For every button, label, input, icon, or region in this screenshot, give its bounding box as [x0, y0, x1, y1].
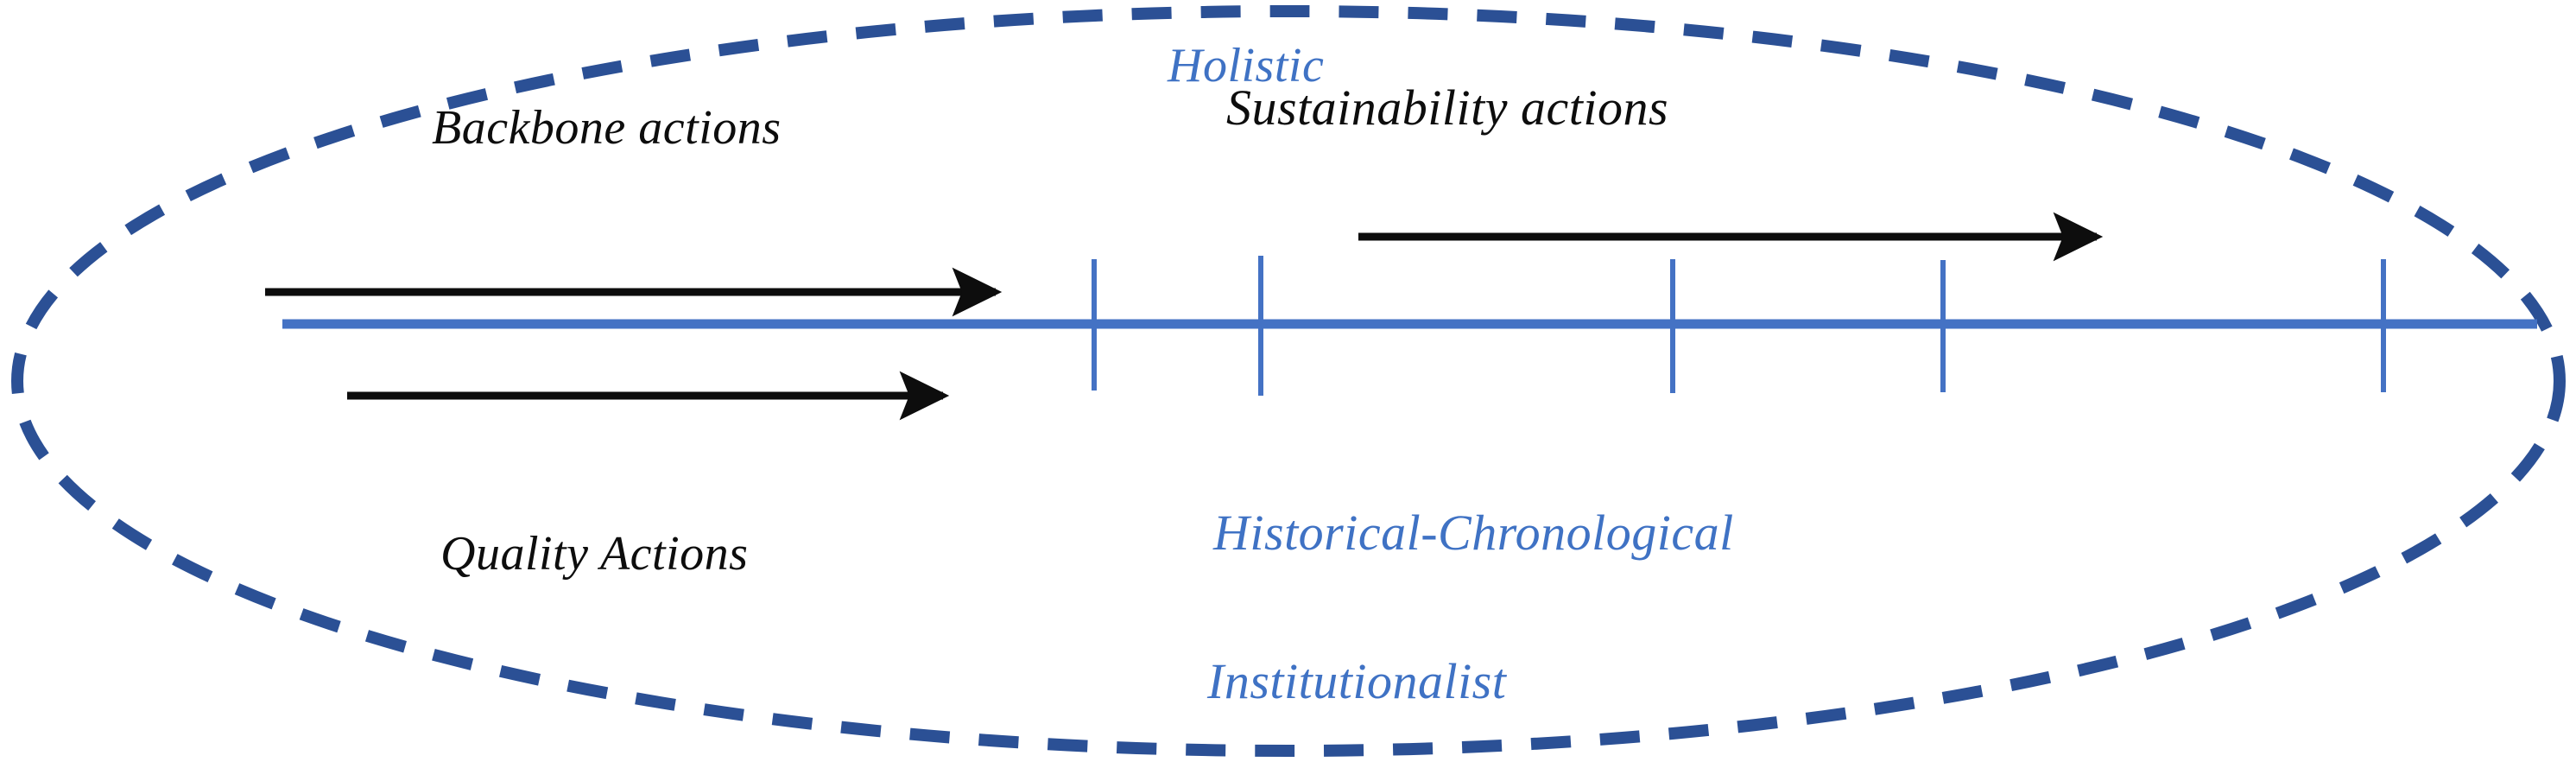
label-holistic: Holistic [1168, 39, 1325, 92]
arrow-group [265, 212, 2104, 421]
label-sustainability-actions: Sustainability actions [1226, 79, 1669, 136]
label-institutionalist: Institutionalist [1207, 653, 1507, 709]
dashed-ellipse-boundary [11, 5, 2566, 757]
label-backbone-actions: Backbone actions [432, 101, 782, 155]
label-historical-chronological: Historical-Chronological [1213, 505, 1734, 561]
label-quality-actions: Quality Actions [440, 527, 749, 581]
timeline-tick-group [1092, 256, 2386, 396]
